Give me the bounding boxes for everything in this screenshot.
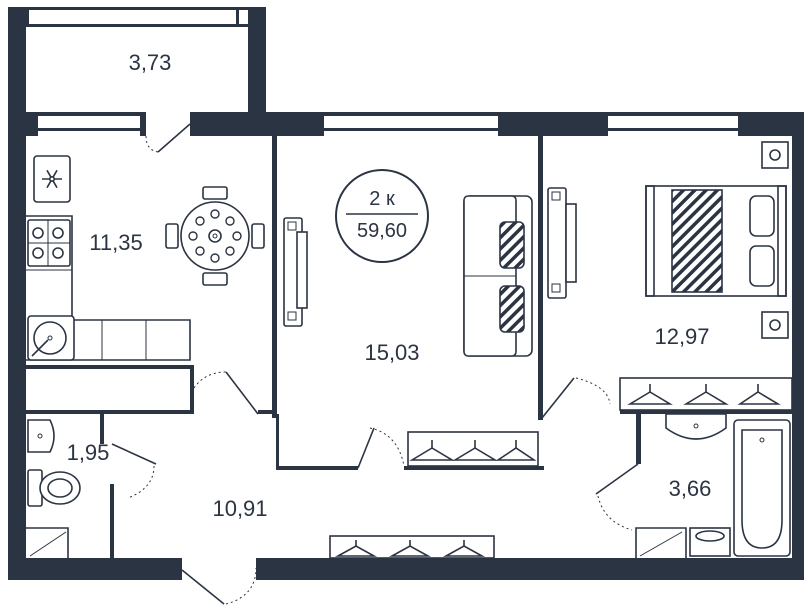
dining-table-icon [165,186,265,286]
room-labels: 3,73 11,35 15,03 12,97 1,95 10,91 3,66 [67,50,712,521]
living-room-area: 15,03 [364,340,419,365]
balcony-area: 3,73 [129,50,172,75]
tv-icon [283,217,308,327]
bathroom-fixtures [635,413,791,558]
stove-icon [27,219,71,267]
sofa-icon [463,195,533,357]
bedroom-area: 12,97 [654,324,709,349]
doors [111,123,639,605]
bedroom-furniture [547,141,793,411]
total-area: 59,60 [357,220,407,242]
bathroom-area: 3,66 [669,476,712,501]
apartment-badge: 2 к 59,60 [335,169,429,263]
tv-icon [547,187,577,299]
kitchen-furniture [26,155,265,361]
kitchen-area: 11,35 [89,230,142,255]
wardrobe-icon [407,431,539,467]
toilet-area: 1,95 [67,440,110,465]
washbasin-icon [665,413,727,440]
wardrobe-icon [619,377,793,411]
living-furniture: 2 к 59,60 [283,169,539,467]
snowflake-icon [33,155,71,203]
bed-icon [645,185,787,297]
washbasin-icon [27,419,55,453]
toilet-icon [27,469,81,507]
bathtub-icon [733,419,791,557]
hallway-wardrobe [329,535,495,559]
sink-icon [27,315,75,361]
hallway-area: 10,91 [212,496,267,521]
walls [8,7,804,580]
rooms-count: 2 к [369,188,395,210]
toilet-room-fixtures [26,419,81,558]
